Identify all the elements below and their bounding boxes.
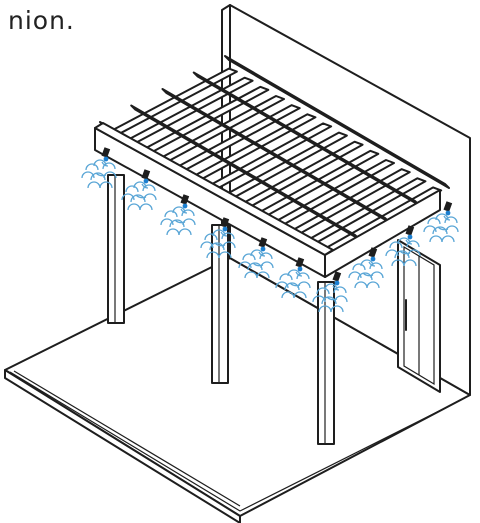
right-beam — [324, 189, 441, 278]
mist-cloud-icon — [348, 259, 384, 289]
misting-nozzles — [81, 147, 459, 313]
post-back-left — [107, 174, 125, 324]
misting-nozzle-icon — [312, 271, 348, 313]
mist-cloud-icon — [423, 213, 459, 243]
mist-cloud-icon — [275, 269, 311, 299]
post-front-right — [317, 281, 335, 445]
caption-fragment: nion. — [8, 6, 75, 35]
post-front-middle — [211, 224, 229, 384]
misting-nozzle-icon — [121, 169, 157, 211]
mist-cloud-icon — [81, 159, 117, 189]
sliding-door — [397, 239, 441, 393]
mist-cloud-icon — [312, 283, 348, 313]
misting-nozzle-icon — [81, 147, 117, 189]
roof-rafter — [224, 55, 450, 189]
mist-cloud-icon — [160, 206, 196, 236]
misting-nozzle-icon — [275, 257, 311, 299]
misting-nozzle-icon — [200, 217, 236, 259]
mist-cloud-icon — [385, 237, 421, 267]
misting-nozzle-icon — [160, 194, 196, 236]
misting-nozzle-icon — [238, 237, 274, 279]
mist-cloud-icon — [238, 249, 274, 279]
mist-cloud-icon — [200, 229, 236, 259]
misting-nozzle-icon — [385, 225, 421, 267]
roof-slats — [103, 67, 443, 260]
misting-nozzle-icon — [423, 201, 459, 243]
misting-nozzle-icon — [348, 247, 384, 289]
mist-cloud-icon — [121, 181, 157, 211]
